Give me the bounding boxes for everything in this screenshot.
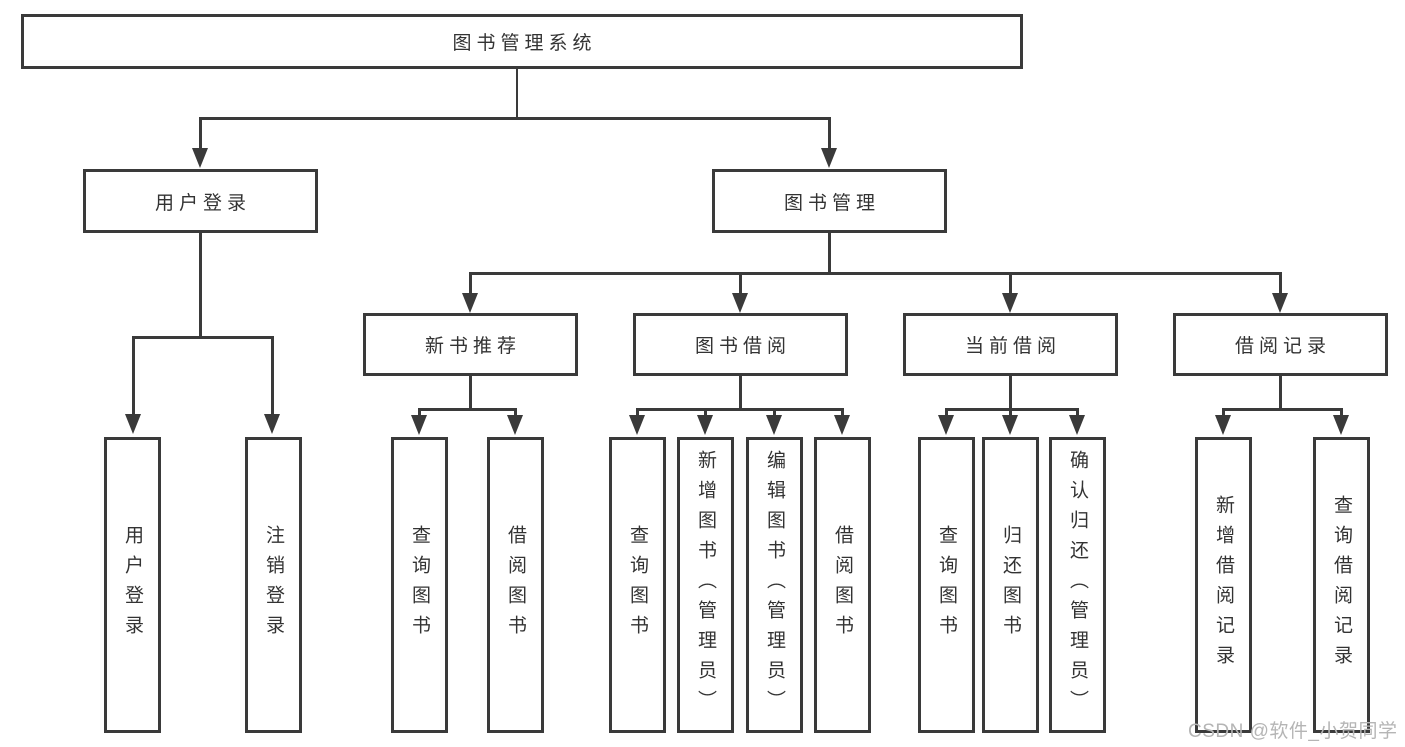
connector-user-login-stem	[199, 232, 202, 336]
leaf-add-book-admin-label: 新增图书（管理员）	[695, 450, 716, 720]
arrowhead-leaf	[1002, 415, 1018, 435]
arrowhead-leaf-logout	[264, 414, 280, 434]
connector-current-borrow-stem	[1009, 376, 1012, 408]
arrowhead-user-login	[192, 148, 208, 168]
connector-book-borrow-hbar	[636, 408, 844, 411]
connector-new-book-stem	[469, 376, 472, 408]
arrowhead-leaf-login	[125, 414, 141, 434]
arrowhead-leaf	[1069, 415, 1085, 435]
leaf-logout-login-label: 注销登录	[263, 525, 284, 645]
node-current-borrowing-label: 当前借阅	[964, 336, 1061, 357]
arrowhead-leaf	[1215, 415, 1231, 435]
leaf-add-borrow-record-label: 新增借阅记录	[1213, 495, 1234, 675]
connector-current-borrow-shaft	[1009, 272, 1012, 293]
connector-leaf-logout-shaft	[271, 336, 274, 414]
leaf-query-borrow-record-label: 查询借阅记录	[1331, 495, 1352, 675]
connector-leaf-shaft	[773, 408, 776, 416]
node-library-system: 图书管理系统	[21, 14, 1023, 69]
csdn-watermark: CSDN @软件_小贺同学	[1188, 721, 1398, 742]
connector-new-book-shaft	[469, 272, 472, 293]
leaf-edit-book-admin: 编辑图书（管理员）	[746, 437, 803, 733]
node-book-management-label: 图书管理	[783, 192, 880, 214]
leaf-user-login-label: 用户登录	[122, 525, 143, 645]
arrowhead-current-borrow	[1002, 293, 1018, 313]
arrowhead-borrow-records	[1272, 293, 1288, 313]
connector-book-mgmt-stem	[828, 233, 831, 272]
leaf-borrow-books-borrowing-label: 借阅图书	[832, 525, 853, 645]
leaf-query-books-borrowing: 查询图书	[609, 437, 666, 733]
arrowhead-book-borrow	[732, 293, 748, 313]
arrowhead-leaf	[697, 415, 713, 435]
connector-level2-hbar	[199, 117, 831, 120]
node-borrowing-records: 借阅记录	[1173, 313, 1388, 376]
connector-book-mgmt-shaft	[828, 117, 831, 148]
connector-leaf-shaft	[418, 408, 421, 416]
leaf-borrow-books-newrec: 借阅图书	[487, 437, 544, 733]
connector-leaf-shaft	[636, 408, 639, 416]
connector-current-borrow-hbar	[945, 408, 1079, 411]
connector-new-book-hbar	[418, 408, 517, 411]
node-user-login-label: 用户登录	[154, 192, 251, 214]
connector-book-borrow-shaft	[739, 272, 742, 293]
connector-user-login-shaft	[199, 117, 202, 148]
connector-borrow-records-stem	[1279, 376, 1282, 408]
node-library-system-label: 图书管理系统	[452, 33, 597, 54]
connector-leaf-shaft	[1076, 408, 1079, 416]
leaf-confirm-return-admin-label: 确认归还（管理员）	[1067, 450, 1088, 720]
connector-leaf-shaft	[1340, 408, 1343, 416]
arrowhead-leaf	[411, 415, 427, 435]
leaf-confirm-return-admin: 确认归还（管理员）	[1049, 437, 1106, 733]
arrowhead-leaf	[507, 415, 523, 435]
connector-book-borrow-stem	[739, 376, 742, 408]
connector-leaf-login-shaft	[132, 336, 135, 414]
node-borrowing-records-label: 借阅记录	[1234, 336, 1331, 357]
node-book-management: 图书管理	[712, 169, 947, 233]
node-book-borrowing: 图书借阅	[633, 313, 848, 376]
arrowhead-leaf	[629, 415, 645, 435]
arrowhead-new-book	[462, 293, 478, 313]
leaf-query-books-current: 查询图书	[918, 437, 975, 733]
leaf-logout-login: 注销登录	[245, 437, 302, 733]
connector-leaf-shaft	[704, 408, 707, 416]
connector-leaf-shaft	[1222, 408, 1225, 416]
node-current-borrowing: 当前借阅	[903, 313, 1118, 376]
connector-borrow-records-shaft	[1279, 272, 1282, 293]
leaf-borrow-books-borrowing: 借阅图书	[814, 437, 871, 733]
leaf-query-books-newrec-label: 查询图书	[409, 525, 430, 645]
node-book-borrowing-label: 图书借阅	[694, 336, 791, 357]
node-new-book-recommend: 新书推荐	[363, 313, 578, 376]
leaf-query-books-current-label: 查询图书	[936, 525, 957, 645]
leaf-query-books-borrowing-label: 查询图书	[627, 525, 648, 645]
connector-user-login-hbar	[132, 336, 275, 339]
arrowhead-leaf	[766, 415, 782, 435]
connector-leaf-shaft	[1009, 408, 1012, 416]
connector-level3-hbar	[469, 272, 1282, 275]
arrowhead-leaf	[834, 415, 850, 435]
arrowhead-book-mgmt	[821, 148, 837, 168]
arrowhead-leaf	[1333, 415, 1349, 435]
leaf-user-login: 用户登录	[104, 437, 161, 733]
node-new-book-recommend-label: 新书推荐	[424, 336, 521, 357]
node-user-login: 用户登录	[83, 169, 318, 233]
leaf-edit-book-admin-label: 编辑图书（管理员）	[764, 450, 785, 720]
leaf-query-books-newrec: 查询图书	[391, 437, 448, 733]
connector-leaf-shaft	[841, 408, 844, 416]
arrowhead-leaf	[938, 415, 954, 435]
leaf-return-books: 归还图书	[982, 437, 1039, 733]
leaf-add-book-admin: 新增图书（管理员）	[677, 437, 734, 733]
connector-leaf-shaft	[514, 408, 517, 416]
connector-root-stem	[515, 69, 519, 117]
connector-borrow-records-hbar	[1222, 408, 1343, 411]
leaf-query-borrow-record: 查询借阅记录	[1313, 437, 1370, 733]
connector-leaf-shaft	[945, 408, 948, 416]
leaf-return-books-label: 归还图书	[1000, 525, 1021, 645]
leaf-add-borrow-record: 新增借阅记录	[1195, 437, 1252, 733]
leaf-borrow-books-newrec-label: 借阅图书	[505, 525, 526, 645]
